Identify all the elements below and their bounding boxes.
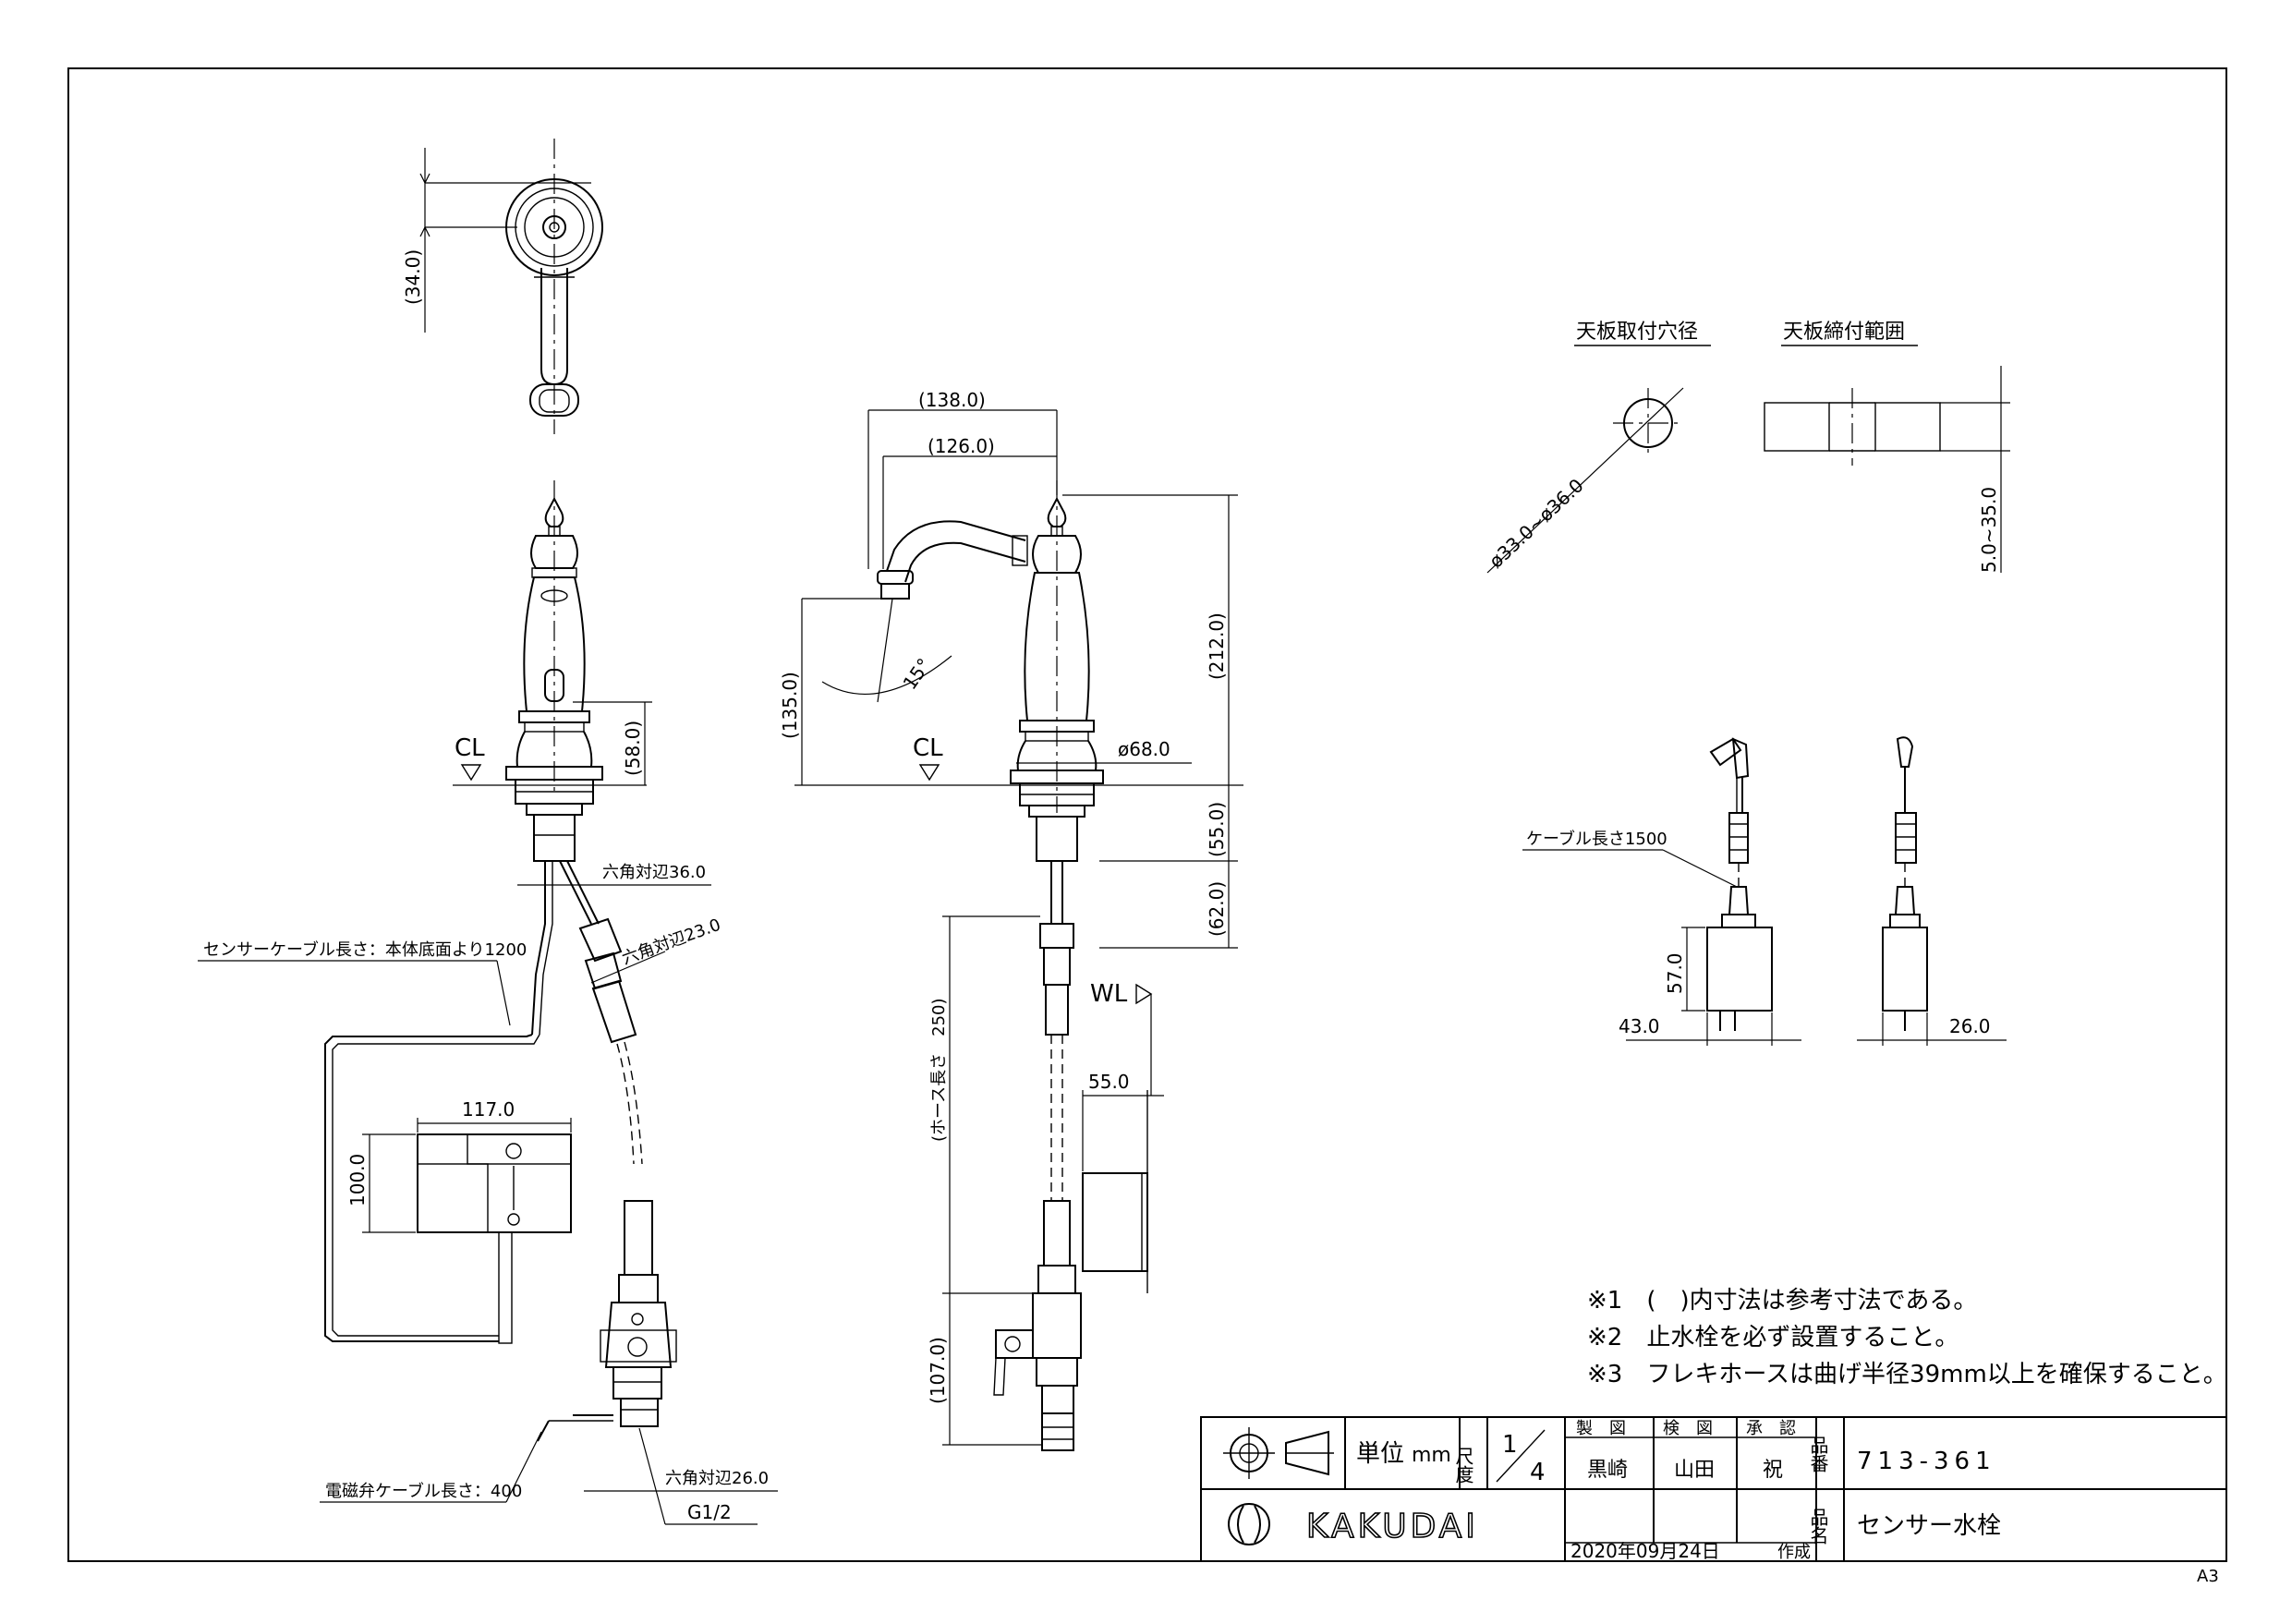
dim-hex36: 六角対辺36.0 bbox=[602, 863, 706, 882]
dim-top-34: (34.0) bbox=[402, 249, 424, 305]
dim-55v: (55.0) bbox=[1206, 802, 1228, 857]
dim-62: (62.0) bbox=[1206, 881, 1228, 937]
name-checked: 山田 bbox=[1674, 1459, 1715, 1482]
dim-57: 57.0 bbox=[1664, 952, 1686, 994]
scale-den: 4 bbox=[1530, 1459, 1546, 1486]
sheet-size: A3 bbox=[2197, 1567, 2219, 1586]
dim-g12: G1/2 bbox=[687, 1501, 732, 1523]
title-block: 単位 mm 尺度 1 4 製 図 検 図 承 認 黒崎 山田 祝 品番 713-… bbox=[1200, 1416, 2227, 1562]
drawing-date: 2020年09月24日 bbox=[1570, 1540, 1720, 1562]
dim-w117: 117.0 bbox=[462, 1098, 515, 1121]
dim-138: (138.0) bbox=[918, 389, 986, 411]
brand-name: KAKUDAI bbox=[1306, 1508, 1479, 1545]
cl-label-side: CL bbox=[913, 734, 943, 762]
created-label: 作成 bbox=[1777, 1543, 1811, 1562]
role-checked: 検 図 bbox=[1663, 1419, 1713, 1438]
unit-value: mm bbox=[1412, 1444, 1451, 1467]
sheet-border bbox=[67, 67, 2227, 1562]
front-view: CL (58.0) 六角対辺36.0 六角対辺23.0 センサーケーブル長さ：本… bbox=[198, 480, 778, 1525]
note-3: ※3 フレキホースは曲げ半径39mm以上を確保すること。 bbox=[1587, 1361, 2227, 1388]
wl-label: WL bbox=[1090, 980, 1128, 1008]
part-no-label: 品番 bbox=[1807, 1436, 1829, 1473]
dim-68: ø68.0 bbox=[1118, 738, 1170, 760]
adapter-cable-label: ケーブル長さ1500 bbox=[1526, 829, 1667, 849]
dim-hex26: 六角対辺26.0 bbox=[665, 1469, 769, 1488]
valve-cable-label: 電磁弁ケーブル長さ：400 bbox=[325, 1481, 522, 1501]
dim-hose: (ホース長さ 250) bbox=[929, 998, 949, 1142]
name-label: 品名 bbox=[1807, 1508, 1829, 1545]
control-box bbox=[417, 1133, 572, 1233]
mounting-details: 天板取付穴径 天板締付範囲 ø33.0~ø36.0 5.0~35.0 bbox=[1485, 321, 2010, 574]
unit-label: 単位 bbox=[1356, 1440, 1404, 1468]
label-hole: 天板取付穴径 bbox=[1576, 321, 1698, 344]
dim-h100: 100.0 bbox=[346, 1154, 369, 1206]
label-clamp: 天板締付範囲 bbox=[1783, 321, 1905, 344]
dim-107: (107.0) bbox=[927, 1337, 949, 1404]
scale-label: 尺度 bbox=[1452, 1447, 1474, 1484]
role-drawn: 製 図 bbox=[1576, 1419, 1626, 1438]
third-angle-projection-icon bbox=[1223, 1427, 1334, 1479]
dim-135: (135.0) bbox=[779, 672, 801, 739]
note-2: ※2 止水栓を必ず設置すること。 bbox=[1587, 1324, 1959, 1351]
note-1: ※1 ( )内寸法は参考寸法である。 bbox=[1587, 1287, 1977, 1315]
dim-hex23: 六角対辺23.0 bbox=[620, 915, 724, 969]
ac-adapter-views: ケーブル長さ1500 57.0 43.0 26.0 bbox=[1522, 736, 2007, 1046]
name-drawn: 黒崎 bbox=[1587, 1459, 1628, 1482]
dim-clamp-range: 5.0~35.0 bbox=[1978, 487, 2000, 573]
top-view: (34.0) bbox=[402, 139, 603, 434]
notes: ※1 ( )内寸法は参考寸法である。 ※2 止水栓を必ず設置すること。 ※3 フ… bbox=[1587, 1287, 2227, 1388]
dim-55h: 55.0 bbox=[1088, 1071, 1130, 1093]
role-approved: 承 認 bbox=[1746, 1419, 1796, 1438]
cl-label-front: CL bbox=[455, 734, 485, 762]
dim-126: (126.0) bbox=[928, 435, 995, 457]
sensor-cable-label: センサーケーブル長さ：本体底面より1200 bbox=[203, 939, 527, 960]
dim-26: 26.0 bbox=[1949, 1015, 1991, 1037]
name-approved: 祝 bbox=[1763, 1459, 1783, 1482]
dim-15deg: 15° bbox=[898, 654, 935, 694]
dim-hole-dia: ø33.0~ø36.0 bbox=[1485, 474, 1588, 572]
dim-h-58: (58.0) bbox=[622, 721, 644, 776]
dim-43: 43.0 bbox=[1619, 1015, 1660, 1037]
side-view: 55.0 WL CL (138.0) (126.0) (135.0) 15° ø… bbox=[779, 389, 1243, 1451]
kakudai-logo: KAKUDAI bbox=[1228, 1503, 1479, 1546]
product-name: センサー水栓 bbox=[1857, 1512, 2001, 1540]
dim-212: (212.0) bbox=[1206, 612, 1228, 680]
part-no: 713-361 bbox=[1857, 1448, 1996, 1475]
scale-num: 1 bbox=[1502, 1431, 1518, 1459]
